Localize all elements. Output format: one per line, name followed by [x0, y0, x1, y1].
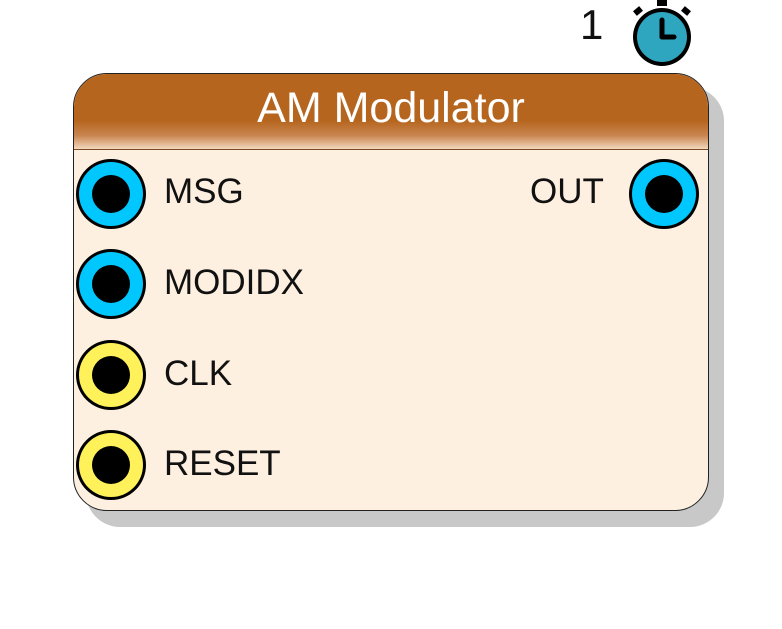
clock-count: 1 [580, 1, 604, 48]
module-title: AM Modulator [257, 84, 525, 132]
input-label-msg: MSG [164, 172, 244, 211]
input-port-modidx[interactable] [74, 247, 148, 321]
am-modulator-module[interactable]: AM Modulator [73, 73, 709, 511]
input-port-reset[interactable] [74, 428, 148, 502]
stopwatch-icon [633, 0, 691, 66]
input-port-msg[interactable] [74, 157, 148, 231]
input-label-clk: CLK [164, 354, 233, 393]
input-label-modidx: MODIDX [164, 263, 304, 302]
input-port-clk[interactable] [74, 338, 148, 412]
output-port-out[interactable] [627, 157, 701, 231]
module-header[interactable]: AM Modulator [74, 74, 708, 150]
input-label-reset: RESET [164, 444, 281, 483]
output-label-out: OUT [530, 172, 604, 211]
